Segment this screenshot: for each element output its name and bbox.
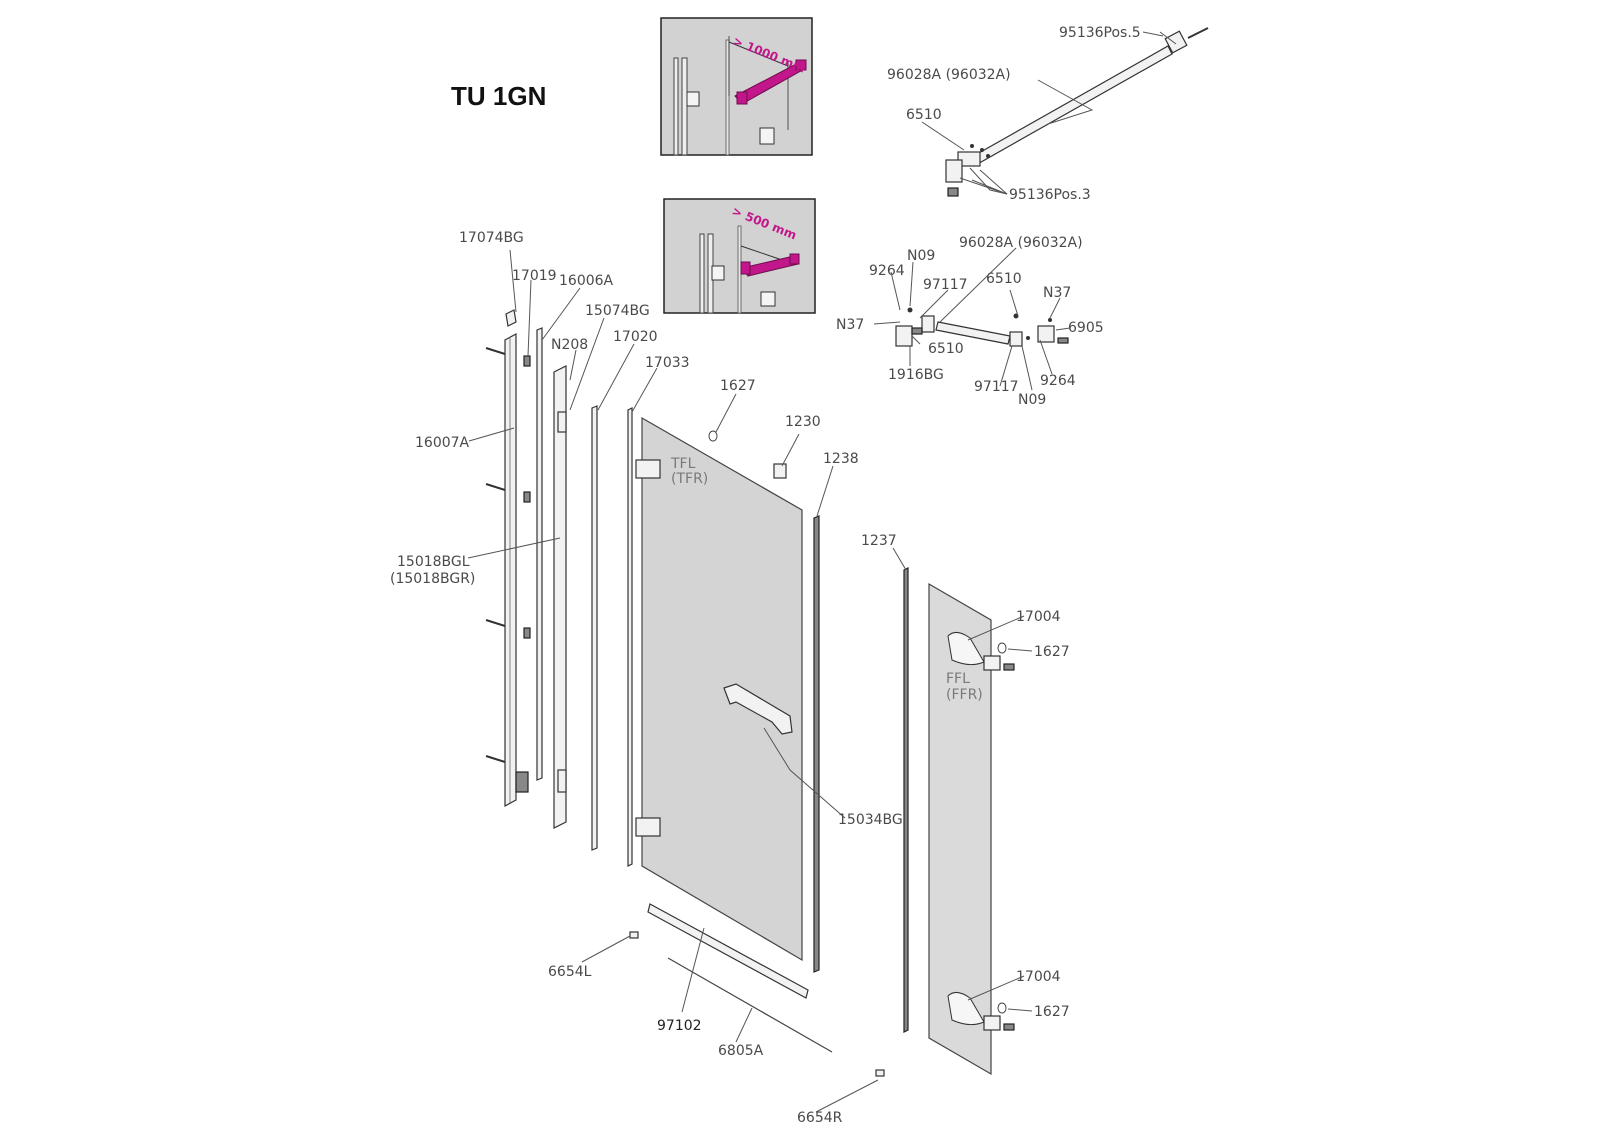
label-n208: N208 — [551, 337, 588, 353]
label-97117-bottom: 97117 — [974, 379, 1019, 395]
profile-17020 — [591, 405, 598, 851]
seal-1627-top — [708, 430, 718, 442]
door-handle-15034bg — [723, 683, 793, 735]
label-1627-mid: 1627 — [1034, 644, 1070, 660]
label-6510-lower: 6510 — [928, 341, 964, 357]
seal-6805a — [667, 957, 833, 1053]
inset-top: > 1000 mm — [660, 17, 813, 156]
label-17074bg: 17074BG — [459, 230, 524, 246]
label-15018bgl: 15018BGL — [397, 554, 470, 570]
leader-lines — [467, 31, 1177, 1113]
profile-15018bgl — [553, 365, 567, 829]
wall-screws — [485, 347, 506, 763]
fixed-glass-label: FFL — [946, 671, 970, 687]
label-96028a-mid: 96028A (96032A) — [959, 235, 1083, 251]
label-6905: 6905 — [1068, 320, 1104, 336]
label-16006a: 16006A — [559, 273, 614, 289]
endcap-6654l — [629, 931, 639, 939]
endcap-6654r — [875, 1069, 885, 1077]
door-glass-panel — [641, 416, 803, 962]
label-1627-top: 1627 — [720, 378, 756, 394]
diagram-title: TU 1GN — [451, 81, 546, 111]
profile-17033 — [627, 407, 633, 867]
label-16007a: 16007A — [415, 435, 470, 451]
label-1627-bottom: 1627 — [1034, 1004, 1070, 1020]
wall-fixing-17004-top — [947, 632, 1015, 671]
label-17033: 17033 — [645, 355, 690, 371]
inset-bottom: > 500 mm — [663, 198, 816, 314]
label-n37-left: N37 — [836, 317, 864, 333]
label-97102: 97102 — [657, 1018, 702, 1034]
wall-profile-16007a — [485, 309, 531, 808]
label-n09-top: N09 — [907, 248, 935, 264]
fixed-glass-panel — [928, 582, 992, 1076]
door-hinge-top — [635, 459, 661, 479]
label-1238: 1238 — [823, 451, 859, 467]
label-9264-bottom: 9264 — [1040, 373, 1076, 389]
label-95136pos3: 95136Pos.3 — [1009, 187, 1091, 203]
profile-16006a — [536, 327, 543, 781]
wall-fixing-17004-bottom — [947, 992, 1015, 1031]
label-6510-top: 6510 — [906, 107, 942, 123]
label-17004-top: 17004 — [1016, 609, 1061, 625]
label-15018bgr: (15018BGR) — [390, 571, 475, 587]
door-glass-label: TFL — [670, 456, 696, 472]
label-1916bg: 1916BG — [888, 367, 944, 383]
fixed-glass-label-alt: (FFR) — [946, 687, 983, 703]
label-n37-right: N37 — [1043, 285, 1071, 301]
label-6805a: 6805A — [718, 1043, 764, 1059]
seal-97102 — [647, 903, 809, 999]
door-hinge-bottom — [635, 817, 661, 837]
label-1237: 1237 — [861, 533, 897, 549]
label-6654l: 6654L — [548, 964, 592, 980]
magnet-1230 — [773, 463, 787, 479]
hinge-15074bg-bottom — [557, 769, 567, 793]
label-15074bg: 15074BG — [585, 303, 650, 319]
label-17020: 17020 — [613, 329, 658, 345]
label-17004-bottom: 17004 — [1016, 969, 1061, 985]
door-glass-label-alt: (TFR) — [671, 471, 708, 487]
label-15034bg: 15034BG — [838, 812, 903, 828]
label-9264-top: 9264 — [869, 263, 905, 279]
label-95136pos5: 95136Pos.5 — [1059, 25, 1141, 41]
seal-1238 — [813, 515, 820, 973]
seal-1237 — [903, 567, 909, 1033]
label-n09-bottom: N09 — [1018, 392, 1046, 408]
label-97117-top: 97117 — [923, 277, 968, 293]
stabilizer-bar-assembly — [945, 27, 1209, 197]
label-6510-mid: 6510 — [986, 271, 1022, 287]
label-6654r: 6654R — [797, 1110, 843, 1126]
label-17019: 17019 — [512, 268, 557, 284]
short-bar-assembly — [895, 307, 1069, 347]
label-96028a-top: 96028A (96032A) — [887, 67, 1011, 83]
hinge-15074bg-top — [557, 411, 567, 433]
label-1230: 1230 — [785, 414, 821, 430]
